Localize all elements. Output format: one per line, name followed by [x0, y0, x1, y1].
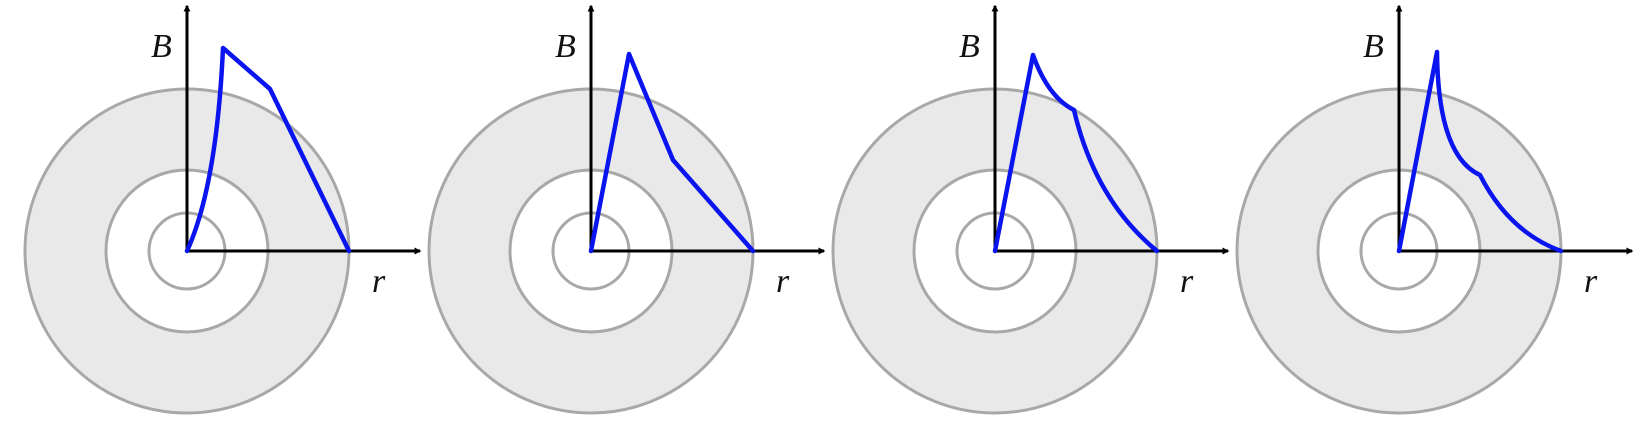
panel-4: B r: [1235, 4, 1634, 415]
x-axis-label: r: [372, 263, 386, 300]
field-curve: [588, 51, 756, 254]
x-axis-label: r: [776, 263, 790, 300]
y-axis-label: B: [151, 28, 172, 65]
x-axis-label: r: [1180, 263, 1194, 300]
y-axis-label: B: [1363, 28, 1384, 65]
field-curve: [1396, 49, 1564, 254]
panel-1: B r: [23, 4, 422, 415]
field-curve: [184, 45, 352, 254]
field-curve: [992, 52, 1160, 254]
x-axis-label: r: [1584, 263, 1598, 300]
panel-2: B r: [427, 4, 826, 415]
y-axis-label: B: [959, 28, 980, 65]
y-axis-label: B: [555, 28, 576, 65]
panel-3: B r: [831, 4, 1230, 415]
